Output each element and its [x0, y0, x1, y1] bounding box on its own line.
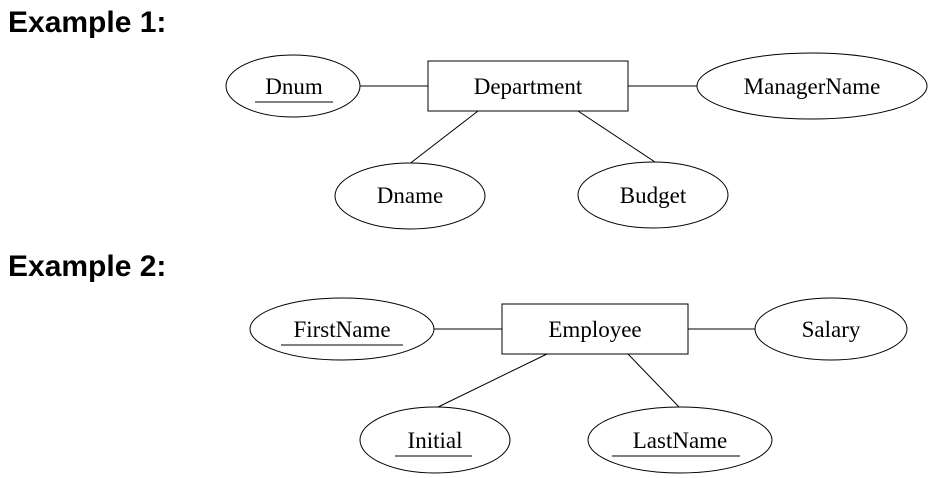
attribute-label: LastName: [633, 428, 728, 453]
attribute-salary: Salary: [754, 297, 908, 361]
attribute-label: FirstName: [293, 317, 390, 342]
entity-box: [427, 60, 629, 112]
attribute-ellipse: [754, 297, 908, 361]
example-1-diagram: Department Dnum ManagerName Dname Budget: [225, 52, 928, 230]
entity-employee: Employee: [501, 303, 689, 355]
attribute-dname: Dname: [334, 162, 486, 230]
entity-label: Employee: [548, 317, 641, 342]
example-2-diagram: Employee FirstName Salary Initial LastNa…: [249, 297, 908, 474]
connector-department-dname: [407, 110, 479, 166]
attribute-lastname: LastName: [587, 406, 773, 474]
attribute-label: Dname: [377, 183, 443, 208]
attribute-label: Initial: [408, 428, 463, 453]
attribute-label: Salary: [802, 317, 861, 342]
attribute-ellipse: [334, 162, 486, 230]
entity-department: Department: [427, 60, 629, 112]
connector-department-budget: [577, 110, 656, 163]
attribute-dnum: Dnum: [225, 54, 361, 118]
connector-employee-lastname: [627, 353, 681, 409]
attribute-label: ManagerName: [744, 74, 881, 99]
entity-label: Department: [474, 74, 583, 99]
attribute-label: Dnum: [265, 74, 323, 99]
attribute-label: Budget: [620, 183, 687, 208]
attribute-budget: Budget: [577, 161, 729, 229]
attribute-ellipse: [577, 161, 729, 229]
example-2-heading: Example 2:: [8, 250, 167, 283]
attribute-initial: Initial: [359, 406, 511, 474]
example-1-heading: Example 1:: [8, 6, 167, 39]
entity-box: [501, 303, 689, 355]
attribute-ellipse: [696, 52, 928, 120]
attribute-managername: ManagerName: [696, 52, 928, 120]
connector-employee-initial: [435, 353, 548, 409]
attribute-firstname: FirstName: [249, 297, 435, 361]
